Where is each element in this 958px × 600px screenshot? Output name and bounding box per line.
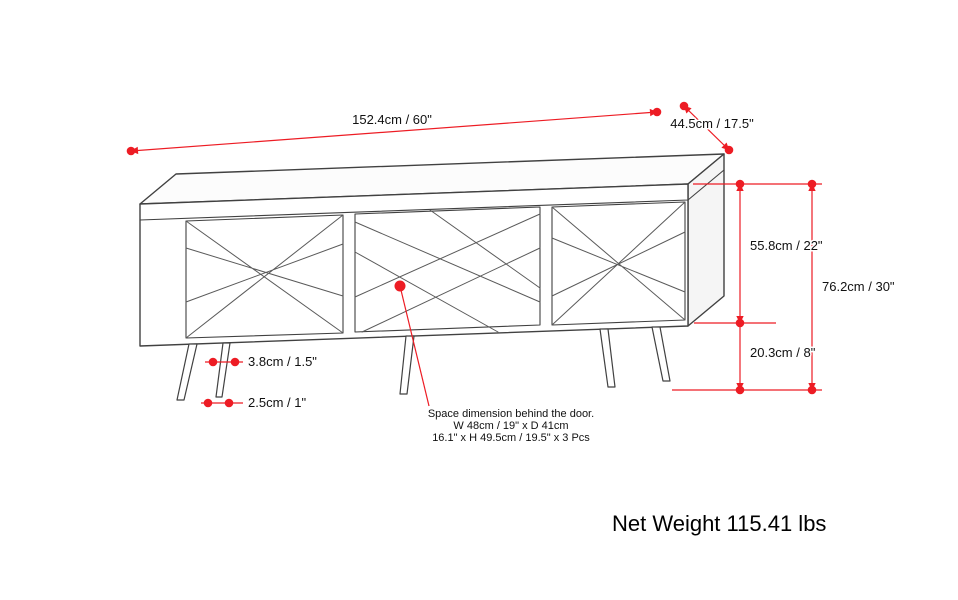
legs (176, 326, 671, 401)
dimension-endpoint-dot (735, 318, 745, 328)
middle-leg (399, 335, 415, 395)
dimension-endpoint-dot (230, 357, 240, 367)
body-height-dimension-label: 55.8cm / 22" (750, 238, 823, 253)
dimension-endpoint-dot (652, 107, 662, 117)
doors (185, 201, 686, 339)
dimension-endpoint-dot (807, 385, 817, 395)
dimension-endpoint-dots (126, 101, 817, 408)
dimension-endpoint-dot (208, 357, 218, 367)
overall-height-dimension-label: 76.2cm / 30" (822, 279, 895, 294)
dimension-endpoint-dot (735, 179, 745, 189)
back-left-leg (215, 342, 231, 398)
depth-dimension-label: 44.5cm / 17.5" (670, 116, 754, 131)
door-note-callout-dot (394, 280, 406, 292)
leg-thickness-dimension-label: 3.8cm / 1.5" (248, 354, 317, 369)
width-dimension-line (130, 108, 658, 155)
dimension-lines (130, 105, 822, 407)
net-weight-label: Net Weight 115.41 lbs (612, 511, 826, 536)
right-door-pattern (551, 201, 686, 326)
front-left-leg (176, 343, 198, 401)
left-door-pattern (185, 214, 344, 339)
dimension-endpoint-dot (724, 145, 734, 155)
middle-door (354, 206, 541, 333)
door-note-line-3: 16.1" x H 49.5cm / 19.5" x 3 Pcs (432, 432, 590, 444)
door-accent-patterns (185, 201, 686, 339)
top-panel-underside-edge (139, 169, 725, 221)
dimension-endpoint-dot (224, 398, 234, 408)
dimension-endpoint-dot (679, 101, 689, 111)
back-right-leg (599, 328, 616, 388)
door-note-line-2: W 48cm / 19" x D 41cm (453, 420, 568, 432)
leg-foot-dimension-label: 2.5cm / 1" (248, 395, 306, 410)
dimension-endpoint-dot (807, 179, 817, 189)
dimension-endpoint-dot (735, 385, 745, 395)
front-right-leg (651, 326, 671, 382)
depth-dimension-line (683, 105, 730, 151)
door-note-line-1: Space dimension behind the door. (428, 408, 594, 420)
middle-door-pattern (354, 209, 541, 333)
right-side-face (687, 153, 725, 327)
tv-stand-drawing (139, 153, 725, 401)
dimension-endpoint-dot (126, 146, 136, 156)
width-dimension-label: 152.4cm / 60" (352, 112, 432, 127)
leg-height-dimension-label: 20.3cm / 8" (750, 345, 816, 360)
dimension-endpoint-dot (203, 398, 213, 408)
door-note-leader-line (399, 285, 430, 407)
